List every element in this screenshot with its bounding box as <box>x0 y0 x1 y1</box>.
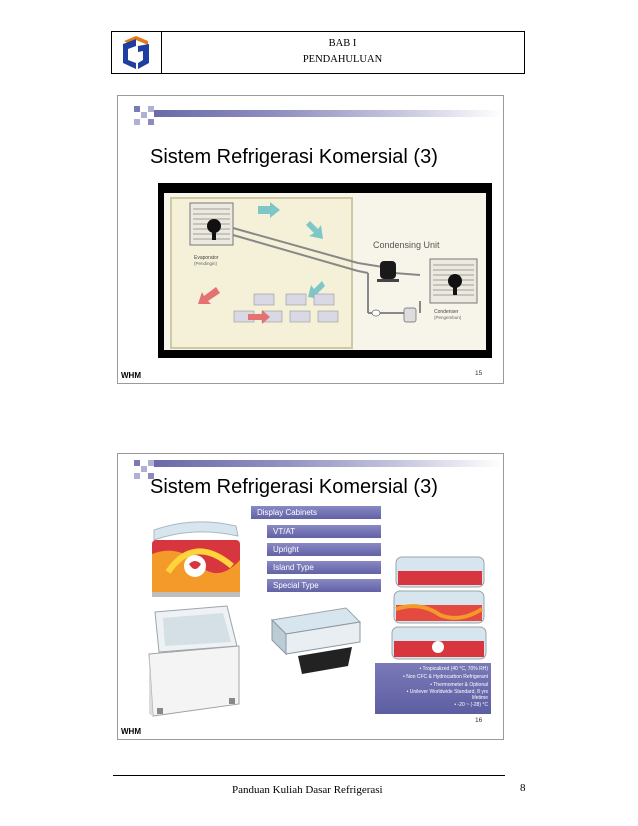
evaporator-sub-label: (Pendingin) <box>194 261 218 266</box>
island-freezer-image <box>270 607 362 674</box>
slide-title: Sistem Refrigerasi Komersial (3) <box>150 476 438 498</box>
slide-number: 15 <box>475 370 483 377</box>
slide-number: 16 <box>475 717 483 724</box>
chest-freezer-image <box>148 605 240 717</box>
logo-cell <box>112 32 162 73</box>
deco-square <box>134 119 140 125</box>
menu-upright: Upright <box>267 543 381 556</box>
slide-title: Sistem Refrigerasi Komersial (3) <box>150 146 438 168</box>
deco-square <box>134 460 140 466</box>
title-bar <box>154 460 502 467</box>
page-header: BAB I PENDAHULUAN <box>111 31 525 74</box>
slide-15: Sistem Refrigerasi Komersial (3) Evapora… <box>117 95 504 384</box>
deco-square <box>148 106 154 112</box>
chapter-number: BAB I <box>328 38 357 49</box>
deco-square <box>148 473 154 479</box>
menu-vt-at: VT/AT <box>267 525 381 538</box>
evaporator-label: Evaporator <box>194 255 219 261</box>
menu-special-type: Special Type <box>267 579 381 592</box>
deco-square <box>148 119 154 125</box>
spec-line: • Tropicalized (40 °C, 70% RH) <box>419 666 489 672</box>
tiered-display-cabinet-image <box>391 556 487 660</box>
author-initials: WHM <box>121 371 141 380</box>
deco-square <box>148 460 154 466</box>
deco-square <box>134 473 140 479</box>
spec-line: • Non CFC & Hydrocarbon Refrigerant <box>403 674 488 680</box>
footer-rule <box>113 775 505 776</box>
spec-line: • -20 ~ (-28) °C <box>454 702 488 708</box>
refrigeration-diagram: Evaporator (Pendingin) <box>158 183 492 358</box>
deco-square <box>141 466 147 472</box>
author-initials: WHM <box>121 727 141 736</box>
spec-line: • Unilever Worldwide Standard, 8 yrs <box>406 689 488 695</box>
condensing-unit-label: Condensing Unit <box>373 240 440 250</box>
specification-box: • Tropicalized (40 °C, 70% RH) • Non CFC… <box>375 663 491 714</box>
slide-16: Sistem Refrigerasi Komersial (3) <box>117 453 504 740</box>
page-number: 8 <box>520 782 526 794</box>
condenser-label: Condenser <box>434 309 459 315</box>
deco-square <box>141 112 147 118</box>
footer-title: Panduan Kuliah Dasar Refrigerasi <box>232 784 383 796</box>
title-bar <box>154 110 502 117</box>
menu-display-cabinets: Display Cabinets <box>251 506 381 519</box>
condenser-sub-label: (Pengembun) <box>434 315 462 320</box>
curved-glass-freezer-image <box>152 521 240 597</box>
spec-line: lifetime <box>472 695 488 701</box>
institution-logo <box>123 36 149 69</box>
spec-line: • Thermometer & Optional <box>430 682 488 688</box>
menu-island-type: Island Type <box>267 561 381 574</box>
deco-square <box>134 106 140 112</box>
chapter-title: PENDAHULUAN <box>302 54 383 65</box>
